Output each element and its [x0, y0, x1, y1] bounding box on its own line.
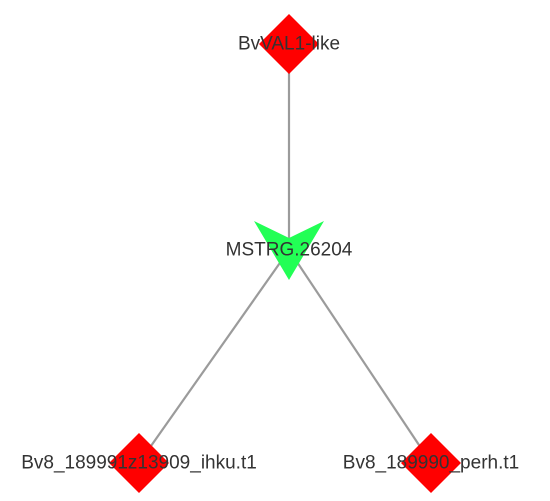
node-mstrg-label: MSTRG.26204	[226, 240, 353, 261]
node-perh-label: Bv8_189990_perh.t1	[343, 453, 519, 474]
node-mstrg-arrowhead-icon	[254, 221, 324, 280]
nodes-layer: BvVAL1-like MSTRG.26204 Bv8_189991z13909…	[21, 14, 519, 493]
edge-mstrg-ihku[interactable]	[138, 249, 290, 464]
node-mstrg[interactable]: MSTRG.26204	[226, 221, 353, 280]
node-bvval1[interactable]: BvVAL1-like	[238, 14, 340, 74]
edge-mstrg-perh[interactable]	[288, 249, 432, 464]
node-ihku-label: Bv8_189991z13909_ihku.t1	[21, 453, 257, 474]
node-perh[interactable]: Bv8_189990_perh.t1	[343, 433, 519, 493]
edges-layer	[138, 44, 432, 464]
node-bvval1-label: BvVAL1-like	[238, 34, 340, 55]
node-ihku[interactable]: Bv8_189991z13909_ihku.t1	[21, 433, 257, 493]
node-perh-diamond-icon	[401, 433, 461, 493]
node-bvval1-diamond-icon	[259, 14, 319, 74]
node-ihku-diamond-icon	[109, 433, 169, 493]
